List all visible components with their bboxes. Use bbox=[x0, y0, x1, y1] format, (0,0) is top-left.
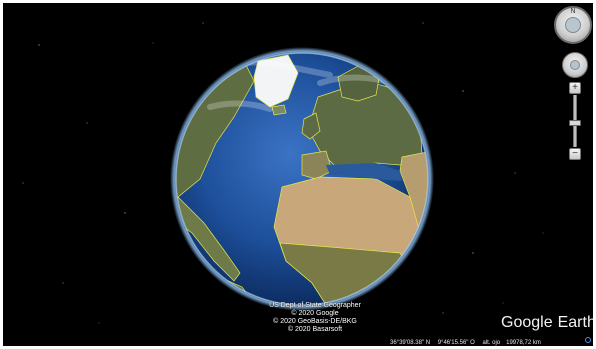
status-bar: 36°39'08.38" N 9°46'15.56" O alt. ojo 199… bbox=[390, 339, 547, 346]
attribution-line: US Dept of State Geographer bbox=[269, 302, 361, 309]
map-attribution: US Dept of State Geographer © 2020 Googl… bbox=[230, 302, 400, 334]
attribution-line: © 2020 GeoBasis-DE/BKG bbox=[273, 318, 357, 325]
look-joystick-icon[interactable] bbox=[562, 52, 588, 78]
globe[interactable] bbox=[170, 47, 434, 311]
zoom-out-button[interactable]: − bbox=[569, 148, 581, 160]
altitude-readout: 19978,72 km bbox=[506, 340, 541, 346]
uk bbox=[301, 112, 321, 140]
attribution-line: © 2020 Google bbox=[291, 310, 339, 317]
earth-viewport[interactable]: US Dept of State Geographer © 2020 Googl… bbox=[3, 3, 593, 346]
starfield bbox=[22, 22, 544, 324]
loading-icon bbox=[585, 337, 591, 343]
logo-brand: Google bbox=[501, 314, 553, 331]
attribution-line: © 2020 Basarsoft bbox=[287, 326, 343, 333]
mediterranean-sea bbox=[326, 163, 402, 181]
greenland bbox=[253, 54, 299, 108]
move-joystick-icon[interactable] bbox=[565, 17, 581, 33]
iberia bbox=[301, 150, 333, 180]
compass-ring-icon[interactable]: N bbox=[554, 6, 592, 44]
logo-product: Earth bbox=[557, 314, 593, 331]
look-center-icon bbox=[570, 60, 580, 70]
compass-north-label: N bbox=[570, 8, 576, 15]
zoom-slider-thumb[interactable] bbox=[569, 120, 581, 127]
longitude-readout: 9°46'15.56" O bbox=[437, 340, 475, 346]
iceland bbox=[271, 104, 287, 116]
latitude-readout: 36°39'08.38" N bbox=[390, 340, 431, 346]
altitude-label: alt. ojo bbox=[482, 340, 501, 346]
zoom-in-button[interactable]: + bbox=[569, 82, 581, 94]
